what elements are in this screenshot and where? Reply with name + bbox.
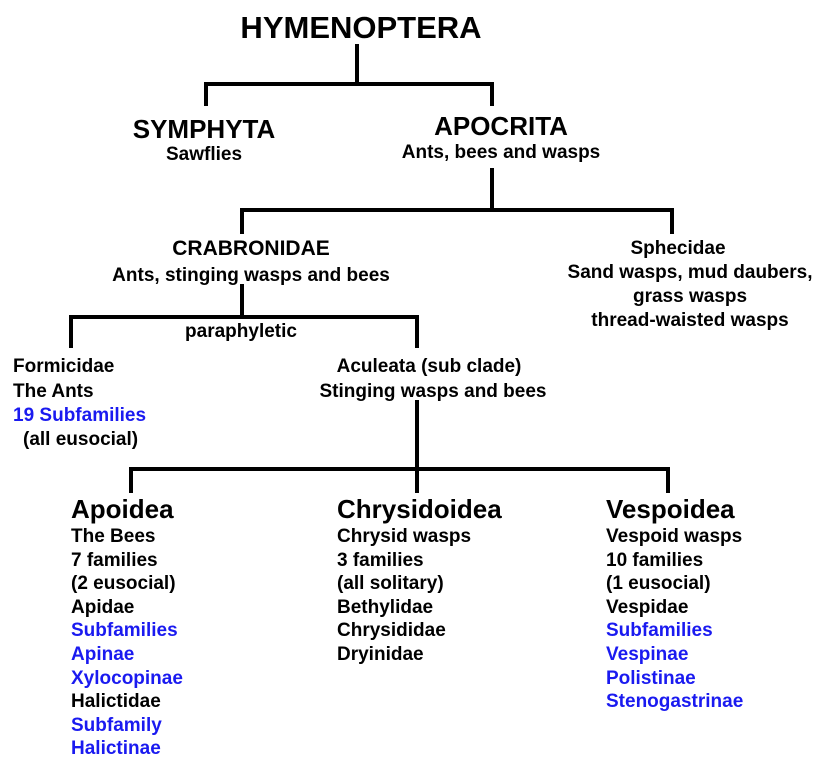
apoidea-line: (2 eusocial) <box>71 573 176 595</box>
sphecidae-line: Sand wasps, mud daubers, <box>567 262 813 283</box>
vespoidea-line: Stenogastrinae <box>606 691 744 713</box>
apoidea-line: Apidae <box>71 596 135 618</box>
vespoidea-line: Polistinae <box>606 667 696 689</box>
formicidae-note: (all eusocial) <box>23 429 139 450</box>
apoidea-line: Halictinae <box>71 738 161 760</box>
apoidea-line: 7 families <box>71 549 158 571</box>
apoidea-title: Apoidea <box>71 494 174 524</box>
sphecidae-line: thread-waisted wasps <box>591 310 789 331</box>
vespoidea-line: 10 families <box>606 549 704 571</box>
apoidea-line: Halictidae <box>71 691 161 713</box>
apocrita-title: APOCRITA <box>434 111 568 141</box>
chrysidoidea-line: Dryinidae <box>337 644 424 665</box>
vespoidea-title: Vespoidea <box>606 494 735 524</box>
chrysidoidea-line: Bethylidae <box>337 596 434 618</box>
chrysidoidea-line: Chrysid wasps <box>337 526 472 547</box>
aculeata-subtitle: Stinging wasps and bees <box>319 381 547 402</box>
chrysidoidea-line: (all solitary) <box>337 573 444 595</box>
chrysidoidea-line: Chrysididae <box>337 620 446 642</box>
apoidea-line: Subfamilies <box>71 620 178 642</box>
apocrita-subtitle: Ants, bees and wasps <box>401 142 601 163</box>
apoidea-line: Subfamily <box>71 714 162 736</box>
formicidae-subfamilies: 19 Subfamilies <box>13 405 147 426</box>
vespoidea-line: Vespidae <box>606 596 689 618</box>
vespoidea-line: Subfamilies <box>606 620 713 642</box>
chrysidoidea-line: 3 families <box>337 549 424 571</box>
chrysidoidea-title: Chrysidoidea <box>337 494 502 524</box>
vespoidea-line: (1 eusocial) <box>606 573 711 595</box>
apoidea-line: Apinae <box>71 644 135 665</box>
symphyta-subtitle: Sawflies <box>165 144 243 165</box>
formicidae-title: Formicidae <box>13 356 115 377</box>
aculeata-title: Aculeata (sub clade) <box>336 356 522 377</box>
formicidae-subtitle: The Ants <box>13 381 94 402</box>
paraphyletic-label: paraphyletic <box>185 321 297 342</box>
vespoidea-line: Vespinae <box>606 644 689 665</box>
vespoidea-line: Vespoid wasps <box>606 526 743 547</box>
sphecidae-title: Sphecidae <box>630 238 726 259</box>
crabronidae-subtitle: Ants, stinging wasps and bees <box>112 265 390 286</box>
crabronidae-title: CRABRONIDAE <box>172 237 330 260</box>
sphecidae-line: grass wasps <box>632 286 748 307</box>
symphyta-title: SYMPHYTA <box>132 114 276 144</box>
root-title: HYMENOPTERA <box>240 10 482 45</box>
apoidea-line: The Bees <box>71 526 156 547</box>
apoidea-line: Xylocopinae <box>71 667 183 689</box>
